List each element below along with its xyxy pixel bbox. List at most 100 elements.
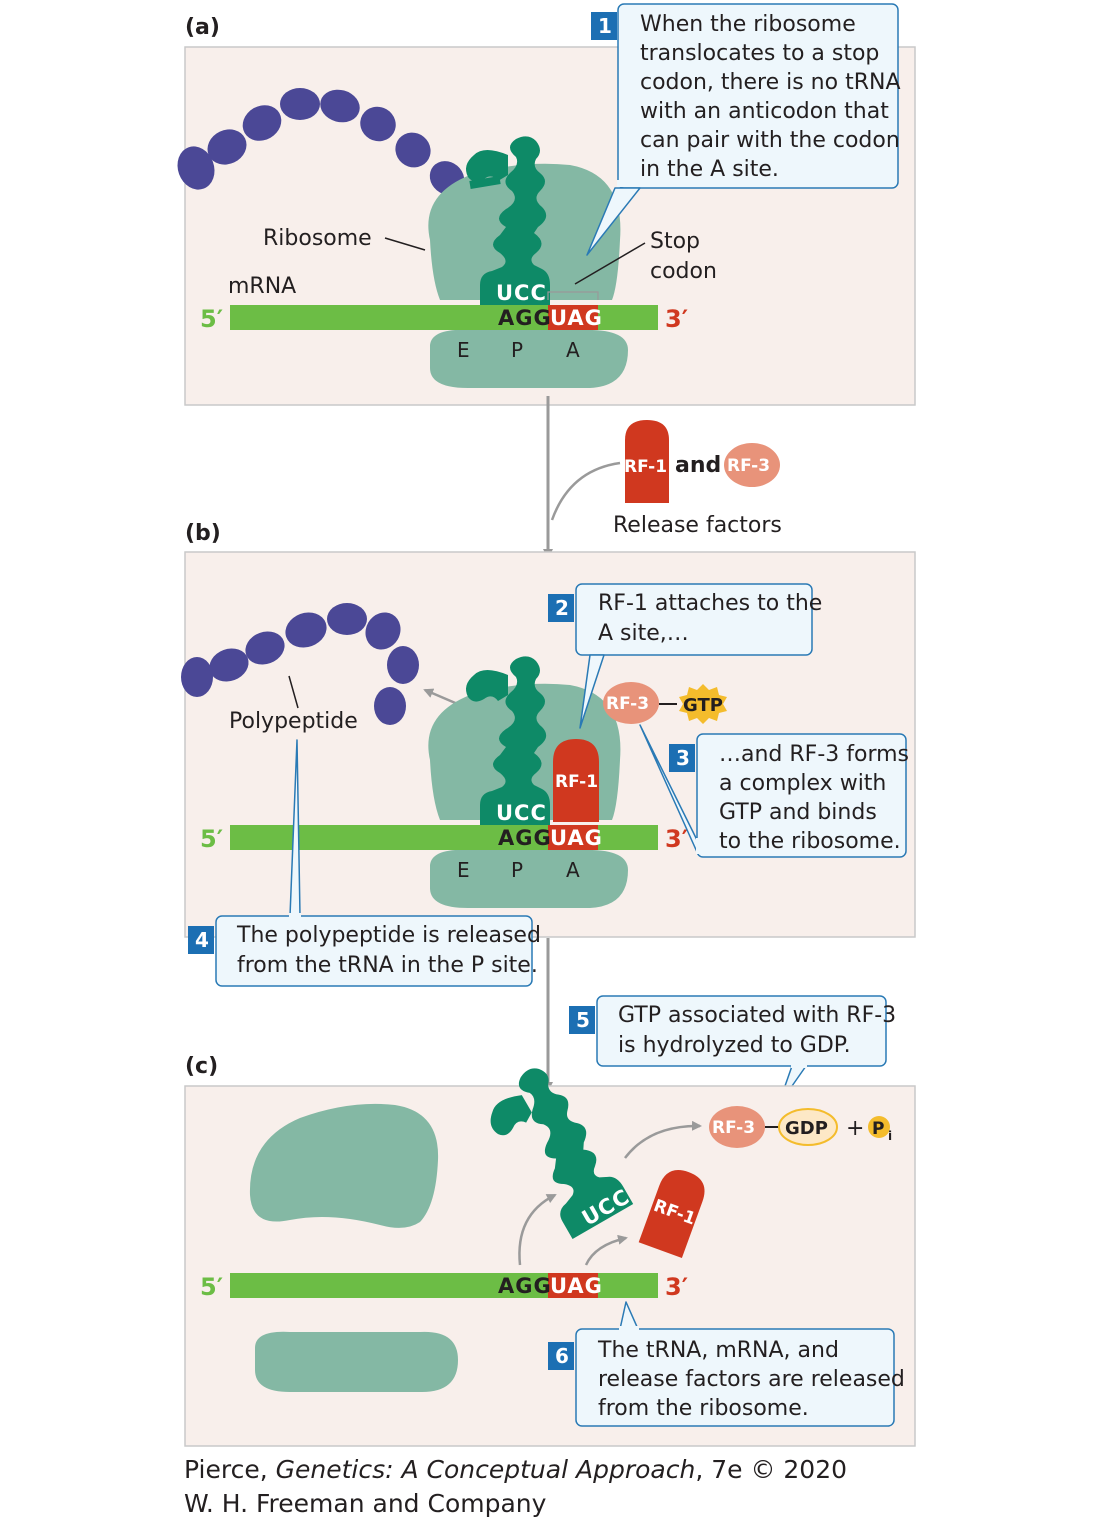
step-1-line: When the ribosome [640,12,856,37]
step-3-badge [669,744,695,772]
step-3-callout: 3 …and RF-3 forms a complex with GTP and… [639,724,909,858]
step-3-line: to the ribosome. [719,829,901,854]
stop-label-line1: Stop [650,229,700,254]
rf1-released: RF-1 [638,1170,705,1258]
step-6-callout: 6 The tRNA, mRNA, and release factors ar… [548,1301,905,1427]
ribosome-small-subunit [430,849,628,908]
panel-b-label: (b) [185,521,221,546]
step-3-line: a complex with [719,771,886,796]
step-5-line: is hydrolyzed to GDP. [618,1033,851,1058]
step-4-badge [188,926,214,954]
step-2-number: 2 [555,596,569,620]
ribosome-label: Ribosome [263,226,372,251]
credit-publisher: W. H. Freeman and Company [184,1489,547,1518]
step-4-number: 4 [195,928,209,952]
step-2-callout: 2 RF-1 attaches to the A site,… [548,583,822,729]
rf1-shape [638,1170,705,1258]
plus-sign: + [846,1116,864,1141]
three-prime-end: 3′ [665,1273,688,1301]
phosphate-shape [868,1116,890,1138]
stop-codon-box [548,305,598,330]
ribosome-small-subunit [255,1331,458,1392]
site-e: E [457,338,470,362]
rf1-label: RF-1 [555,772,598,792]
ribosome-large-subunit [249,1103,439,1228]
rf3-shape [709,1106,765,1148]
rf3-label: RF-3 [606,694,649,714]
phosphate-subscript: i [888,1129,892,1143]
stop-codon-box [548,825,598,850]
gtp-shape [679,684,727,724]
step-1-number: 1 [598,14,612,38]
step-5-number: 5 [576,1008,590,1032]
step-1-line: translocates to a stop [640,41,879,66]
step-6-line: The tRNA, mRNA, and [597,1338,839,1363]
step-5-badge [569,1006,595,1034]
step-1-line: can pair with the codon [640,128,900,153]
polypeptide-chain [181,603,419,725]
stop-label-line2: codon [650,259,717,284]
step-1-line: with an anticodon that [640,99,889,124]
ribosome-small-subunit [430,329,628,388]
anticodon: UCC [496,281,547,305]
rf3-gtp-complex: RF-3 GTP [603,682,727,724]
rf3-gdp-pi: RF-3 GDP + P i [709,1106,892,1148]
rf3-label: RF-3 [727,456,770,476]
credit-author: Pierce, [184,1455,276,1484]
translation-termination-diagram: (a) UCC AGG UAG 5′ 3′ E P A Ribosome mRN… [177,3,916,1447]
step-6-badge [548,1342,574,1370]
step-3-number: 3 [676,746,690,770]
site-e: E [457,858,470,882]
step-4-callout: 4 The polypeptide is released from the t… [188,739,541,987]
polypeptide-label: Polypeptide [229,709,358,734]
step-1-line: in the A site. [640,157,779,182]
codon-a-site: UAG [550,826,603,850]
gdp-label: GDP [785,1118,828,1139]
gdp-shape [778,1108,838,1146]
rf3-shape [724,443,780,487]
rf1-shape [625,420,669,503]
mrna-label: mRNA [228,274,296,299]
gtp-label: GTP [683,695,723,716]
anticodon: UCC [496,801,547,825]
step-5-callout: 5 GTP associated with RF-3 is hydrolyzed… [569,995,896,1107]
rf1-shape [553,739,599,822]
codon-p-site: AGG [498,306,552,330]
codon-p-site: AGG [498,826,552,850]
figure-credit: Pierce, Genetics: A Conceptual Approach,… [184,1453,847,1521]
step-6-line: from the ribosome. [598,1396,809,1421]
step-2-line: A site,… [598,621,689,646]
step-6-line: release factors are released [598,1367,905,1392]
release-factors-caption: Release factors [613,513,782,538]
step-2-badge [548,594,574,622]
five-prime-end: 5′ [200,305,223,333]
credit-line-1: Pierce, Genetics: A Conceptual Approach,… [184,1453,847,1487]
step-4-line: The polypeptide is released [236,923,541,948]
codon-p-site: AGG [498,1274,552,1298]
step-3-line: …and RF-3 forms [719,742,909,767]
release-factors-legend: RF-1 and RF-3 Release factors [613,420,782,538]
site-p: P [511,858,523,882]
stop-codon-box [548,1273,598,1298]
rf1-label: RF-1 [624,457,667,477]
panel-c-label: (c) [185,1054,218,1079]
rf3-label: RF-3 [712,1118,755,1138]
step-4-line: from the tRNA in the P site. [237,953,538,978]
credit-edition: , 7e © 2020 [695,1455,848,1484]
site-p: P [511,338,523,362]
credit-book-title: Genetics: A Conceptual Approach [275,1455,696,1484]
site-a: A [566,858,580,882]
step-2-line: RF-1 attaches to the [598,591,822,616]
three-prime-end: 3′ [665,825,688,853]
and-label: and [675,453,721,478]
three-prime-end: 3′ [665,305,688,333]
five-prime-end: 5′ [200,1273,223,1301]
codon-a-site: UAG [550,306,603,330]
step-1-badge [591,12,617,40]
rf3-shape [603,682,659,724]
site-a: A [566,338,580,362]
phosphate-label: P [872,1119,884,1139]
step-6-number: 6 [555,1344,569,1368]
five-prime-end: 5′ [200,825,223,853]
panel-a-label: (a) [185,15,220,40]
